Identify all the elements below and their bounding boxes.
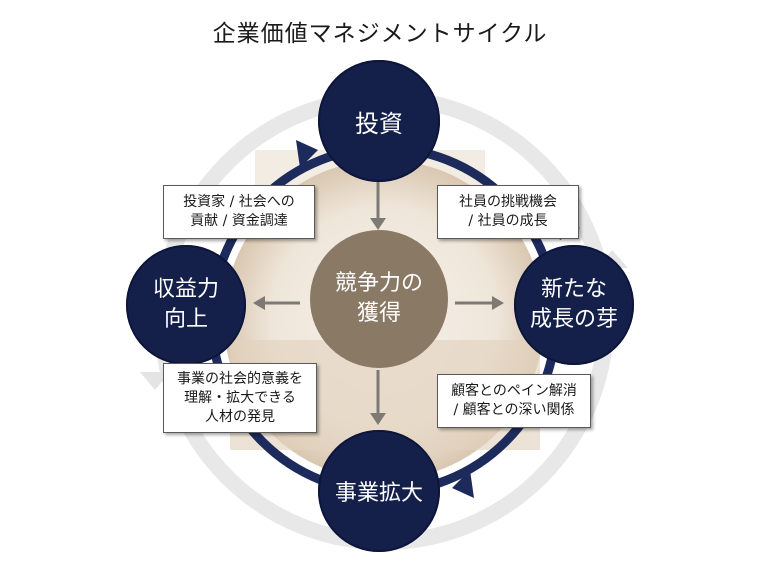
diagram-title: 企業価値マネジメントサイクル — [212, 21, 548, 47]
node-investment: 投資 — [318, 60, 440, 182]
arrow-left-head — [253, 296, 265, 310]
node-new-growth: 新たな 成長の芽 — [514, 245, 634, 365]
arrow-down-head — [370, 413, 386, 425]
arrow-right-head — [492, 296, 504, 310]
arrow-up-head — [370, 218, 386, 230]
node-profitability: 収益力 向上 — [126, 245, 246, 365]
cycle-arrowhead-top — [296, 140, 318, 168]
outer-ring-arrowhead-left — [140, 372, 170, 390]
center-node-competitiveness: 競争力の 獲得 — [310, 230, 448, 368]
note-customer-relationship: 顧客とのペイン解消 / 顧客との深い関係 — [437, 374, 591, 428]
node-business-expansion: 事業拡大 — [318, 430, 440, 552]
note-employee-growth: 社員の挑戦機会 / 社員の成長 — [437, 185, 579, 239]
note-investor-contribution: 投資家 / 社会への 貢献 / 資金調達 — [163, 185, 315, 239]
cycle-arrowhead-bottom — [452, 470, 474, 498]
note-talent-discovery: 事業の社会的意義を 理解・拡大できる 人材の発見 — [163, 363, 317, 433]
